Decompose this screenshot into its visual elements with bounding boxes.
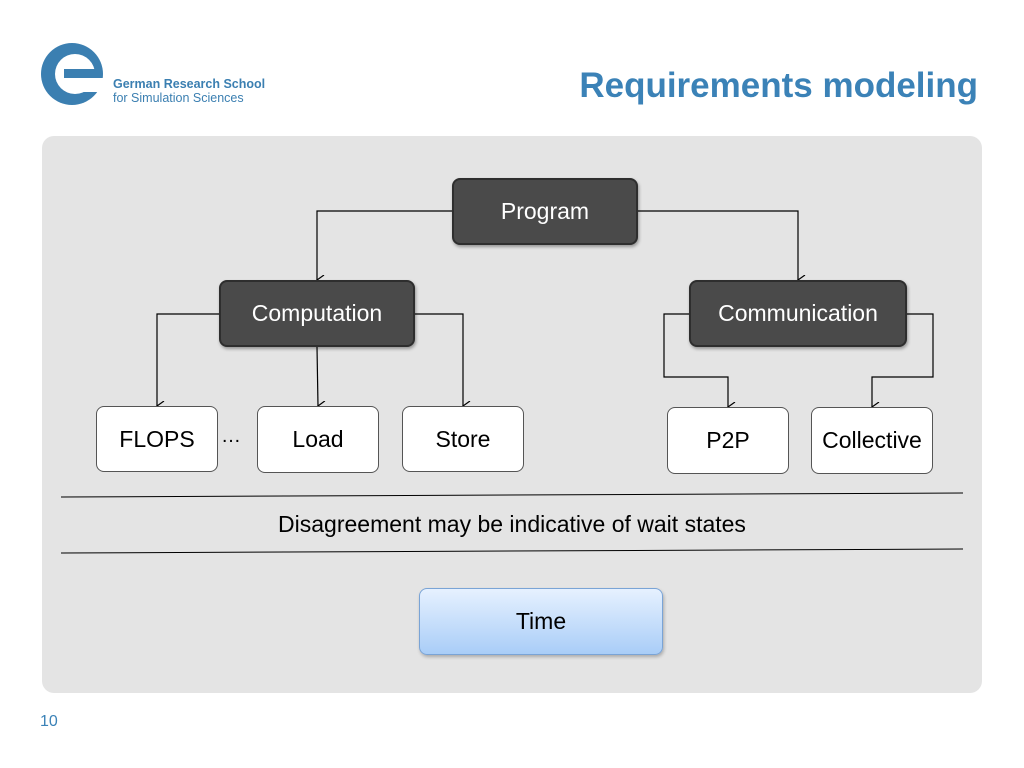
node-store: Store: [402, 406, 524, 472]
connector-computation-store: [415, 313, 463, 406]
connector-program-computation: [317, 210, 452, 280]
node-flops: FLOPS: [96, 406, 218, 472]
connector-communication-collective: [872, 313, 934, 407]
logo-text: German Research School for Simulation Sc…: [113, 77, 265, 105]
node-program: Program: [452, 178, 638, 245]
logo-line-2: for Simulation Sciences: [113, 91, 244, 105]
logo-line-1: German Research School: [113, 77, 266, 91]
divider-top: [60, 492, 964, 498]
disagreement-note: Disagreement may be indicative of wait s…: [278, 511, 746, 537]
page-number: 10: [40, 713, 58, 730]
connector-program-communication: [637, 210, 798, 280]
connector-communication-p2p: [663, 313, 728, 407]
node-p2p: P2P: [667, 407, 789, 474]
divider-bottom: [60, 548, 964, 554]
connector-computation-flops: [157, 313, 219, 406]
node-communication: Communication: [689, 280, 907, 347]
connector-computation-load: [316, 346, 318, 406]
page-title: Requirements modeling: [579, 66, 978, 105]
time-box: Time: [419, 588, 663, 655]
node-collective: Collective: [811, 407, 933, 474]
node-computation: Computation: [219, 280, 415, 347]
gs-logo-icon: [41, 43, 109, 105]
ellipsis-more: …: [221, 425, 241, 447]
node-load: Load: [257, 406, 379, 473]
